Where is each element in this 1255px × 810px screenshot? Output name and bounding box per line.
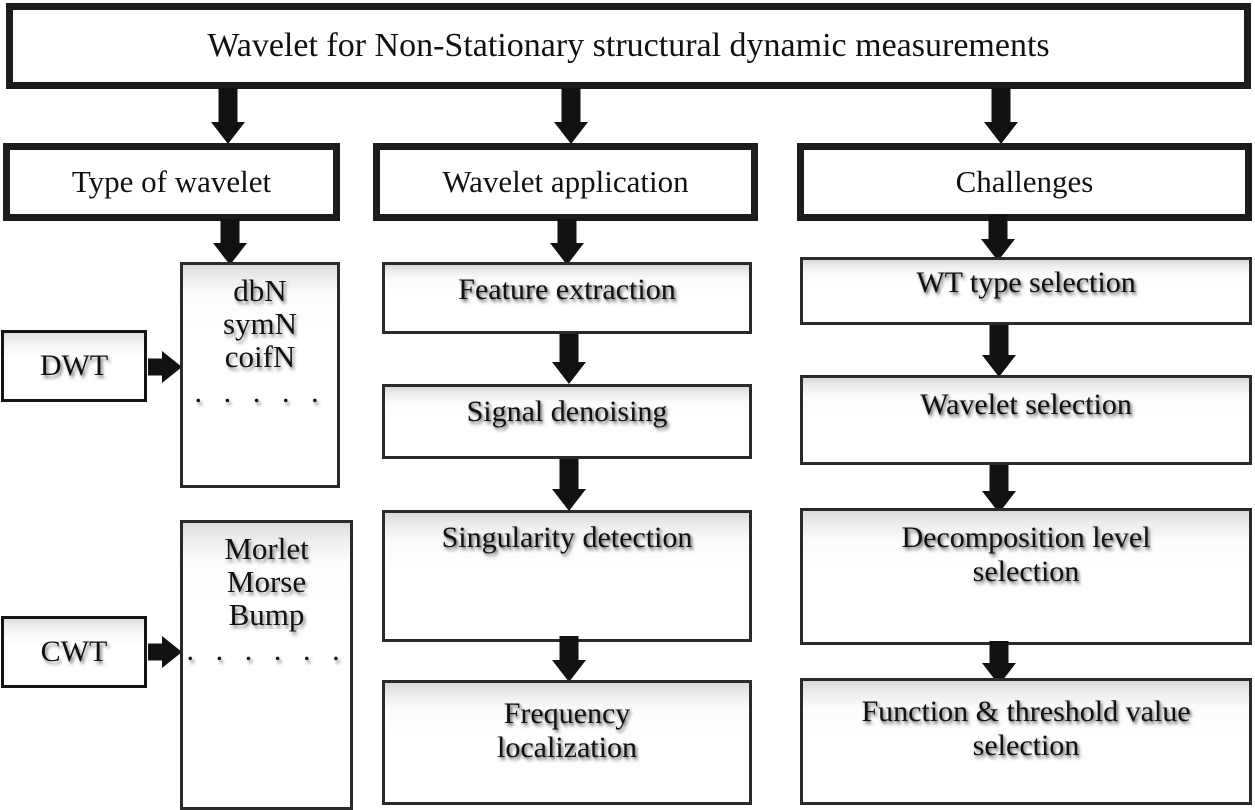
wavelet-list-dwt: dbN symN coifN . . . . . <box>180 262 340 488</box>
arrow-feature-extraction-to-signal-denoising <box>546 334 592 384</box>
diagram-title-box: Wavelet for Non-Stationary structural dy… <box>6 3 1251 89</box>
wavelet-list-lines: dbN symN coifN . . . . . <box>183 265 337 410</box>
transform-box-cwt: CWT <box>1 616 147 688</box>
column-header-label: Wavelet application <box>442 163 689 199</box>
step-label: WT type selection <box>916 266 1136 299</box>
step-box-signal-denoising: Signal denoising <box>382 384 752 459</box>
step-box-feature-extraction: Feature extraction <box>382 262 752 334</box>
wavelet-name: dbN <box>233 273 287 308</box>
arrow-dwt-to-wavelet-list <box>148 350 182 384</box>
wavelet-list-cwt: Morlet Morse Bump . . . . . . <box>180 520 353 810</box>
column-header-label: Type of wavelet <box>71 163 272 199</box>
arrow-title-to-application <box>548 88 594 144</box>
step-label: Frequency localization <box>497 697 637 764</box>
step-box-singularity-detection: Singularity detection <box>382 510 752 642</box>
column-header-wavelet-application: Wavelet application <box>373 143 758 221</box>
step-box-decomposition-level-selection: Decomposition level selection <box>800 508 1252 645</box>
wavelet-list-ellipsis: . . . . . <box>194 373 326 409</box>
transform-label: CWT <box>40 635 108 668</box>
step-label: Signal denoising <box>466 395 668 428</box>
wavelet-name: Morse <box>226 563 307 599</box>
arrow-wavelet-selection-to-decomposition-level <box>976 465 1022 513</box>
arrow-type-to-dwt-list <box>207 219 253 265</box>
step-label: Decomposition level selection <box>901 521 1151 588</box>
step-label: Singularity detection <box>441 521 693 554</box>
step-box-wt-type-selection: WT type selection <box>800 257 1252 325</box>
step-box-frequency-localization: Frequency localization <box>382 680 752 805</box>
arrow-wt-type-to-wavelet-selection <box>976 325 1022 377</box>
step-label: Wavelet selection <box>920 388 1132 421</box>
step-label: Function & threshold value selection <box>861 695 1191 762</box>
arrow-cwt-to-wavelet-list <box>148 635 182 669</box>
arrow-title-to-type <box>205 88 251 144</box>
arrow-application-to-feature-extraction <box>544 219 590 265</box>
wavelet-list-ellipsis: . . . . . . <box>186 631 347 667</box>
arrow-signal-denoising-to-singularity-detection <box>546 459 592 511</box>
column-header-label: Challenges <box>955 163 1094 199</box>
arrow-singularity-detection-to-frequency-localization <box>546 636 592 682</box>
wavelet-name: coifN <box>224 338 296 374</box>
transform-label: DWT <box>39 349 109 382</box>
column-header-type-of-wavelet: Type of wavelet <box>3 143 340 221</box>
step-box-wavelet-selection: Wavelet selection <box>800 375 1252 465</box>
column-header-challenges: Challenges <box>797 143 1252 221</box>
wavelet-name: Bump <box>228 596 305 632</box>
step-label: Feature extraction <box>458 273 676 306</box>
arrow-title-to-challenges <box>978 88 1024 144</box>
wavelet-name: Morlet <box>224 531 309 566</box>
arrow-challenges-to-wt-type-selection <box>975 215 1021 261</box>
wavelet-list-lines: Morlet Morse Bump . . . . . . <box>183 523 350 668</box>
transform-box-dwt: DWT <box>1 330 147 402</box>
wavelet-name: symN <box>222 305 298 341</box>
diagram-title: Wavelet for Non-Stationary structural dy… <box>207 27 1050 65</box>
step-box-function-threshold-value-selection: Function & threshold value selection <box>800 678 1252 805</box>
